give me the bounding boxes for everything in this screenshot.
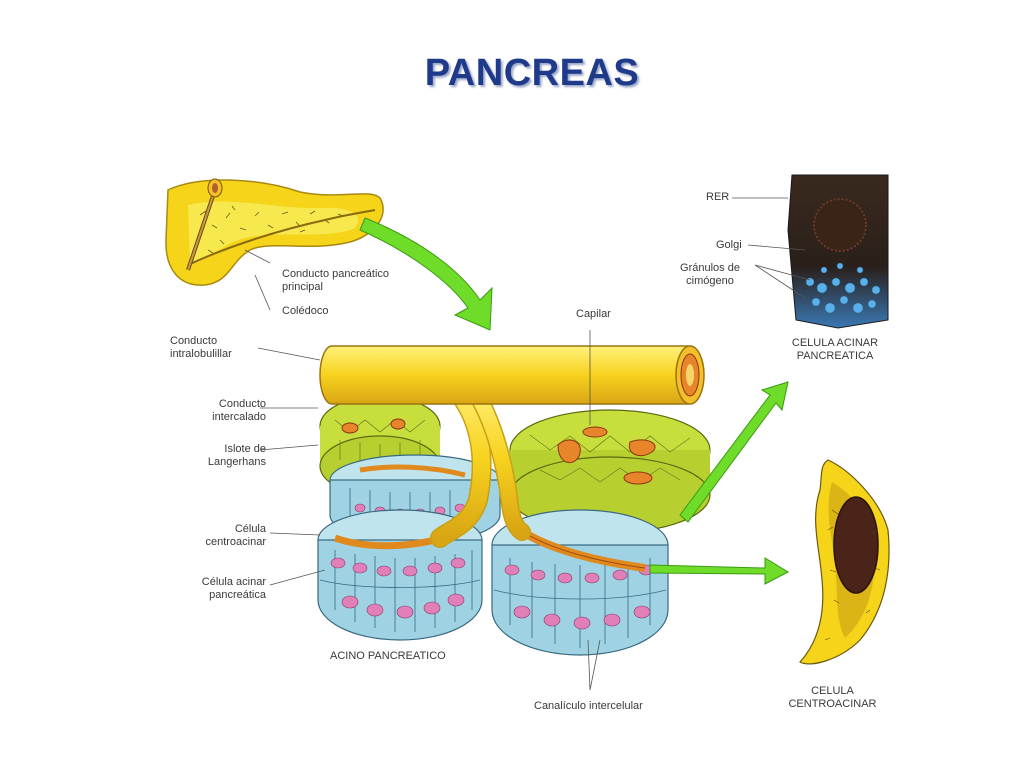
caption-celula-centroacinar: CELULA CENTROACINAR [788,685,877,710]
caption-celula-acinar-pancreatica: CELULA ACINAR PANCREATICA [791,337,879,362]
arrow-to-centroacinar-cell [649,557,790,585]
pancreas-diagram: Conducto pancreático principal Colédoco … [160,170,890,730]
label-canaliculo: Canalículo intercelular [534,700,643,712]
label-celula-centroacinar: Célula centroacinar [205,523,266,548]
label-conducto-pancreatico: Conducto pancreático principal [282,268,390,293]
label-rer: RER [706,191,730,203]
label-capilar: Capilar [576,308,611,320]
label-acino: ACINO PANCREATICO [330,650,446,662]
label-granulos: Gránulos de cimógeno [680,262,740,287]
label-conducto-intercalado: Conducto intercalado [212,398,266,423]
arrow-to-acinar-cell [679,381,789,523]
page-title: PANCREAS [424,52,640,94]
acinar-cell-inset [787,174,889,329]
acinus-left [317,509,483,641]
label-celula-acinar: Célula acinar pancreática [201,576,266,601]
pancreas-organ [165,178,384,286]
label-conducto-intralobulillar: Conducto intralobulillar [170,335,232,360]
label-islote: Islote de Langerhans [207,443,266,468]
label-coledoco: Colédoco [282,305,329,317]
intralobular-duct [319,345,705,405]
label-golgi: Golgi [716,239,742,251]
centroacinar-cell-inset [799,459,890,665]
arrow-zoom [359,217,493,331]
acinus-right [491,509,669,656]
leader-lines [244,197,811,691]
diagram-artwork [165,174,890,691]
